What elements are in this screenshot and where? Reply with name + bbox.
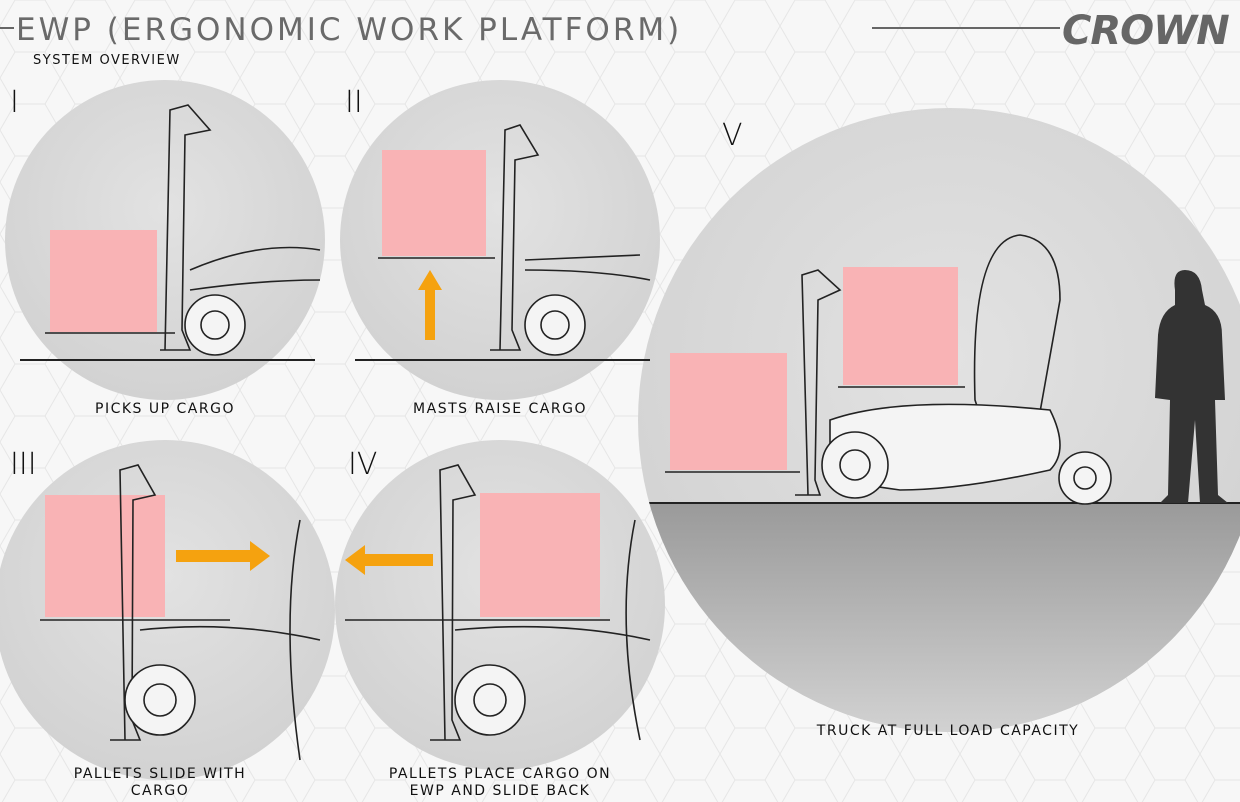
step-3-caption-line-2: CARGO (131, 783, 189, 799)
page-subtitle: SYSTEM OVERVIEW (33, 53, 181, 68)
arrow-up-icon (418, 270, 442, 340)
step-4-caption-line-1: PALLETS PLACE CARGO ON (389, 766, 611, 782)
step-5-caption: TRUCK AT FULL LOAD CAPACITY (816, 723, 1079, 739)
step-4-caption-line-2: EWP AND SLIDE BACK (410, 783, 591, 799)
step-1-caption: PICKS UP CARGO (95, 401, 235, 417)
page-title: EWP (ERGONOMIC WORK PLATFORM) (16, 12, 682, 48)
step-5-numeral: V (722, 118, 743, 153)
step-2-caption: MASTS RAISE CARGO (413, 401, 587, 417)
step-3-numeral: III (10, 447, 37, 482)
arrow-right-icon (176, 541, 270, 571)
step-1-numeral: I (10, 85, 19, 120)
step-3-sketch (40, 464, 321, 761)
step-3-caption-line-1: PALLETS SLIDE WITH (74, 766, 246, 782)
step-4-numeral: IV (348, 447, 377, 482)
arrow-left-icon (345, 545, 433, 575)
worker-silhouette (1155, 270, 1228, 503)
crown-logo: CROWN (1062, 8, 1229, 54)
step-1-sketch (20, 104, 321, 361)
step-2-sketch (355, 124, 651, 361)
step-4-sketch (345, 464, 651, 741)
step-2-numeral: II (345, 85, 363, 120)
